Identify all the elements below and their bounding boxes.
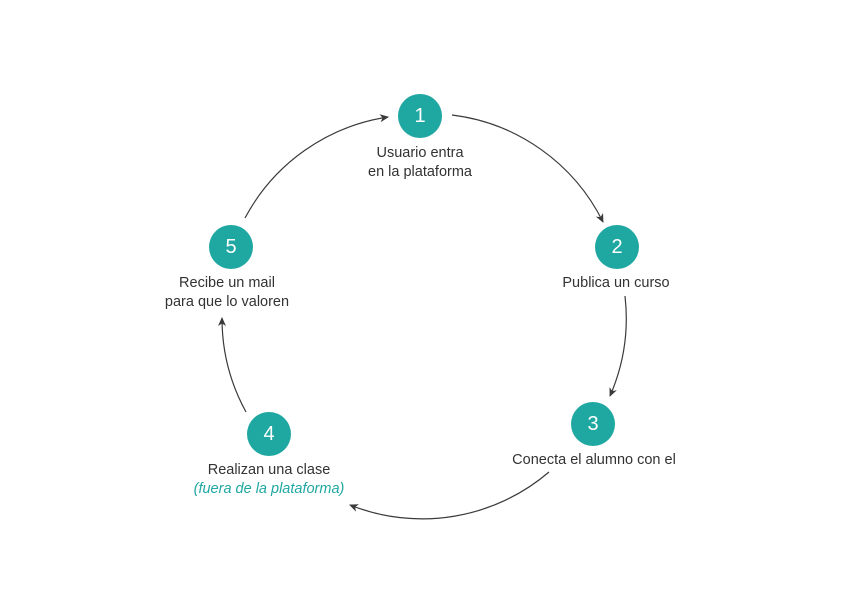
arrow-1-to-2 <box>451 114 604 223</box>
step-4-line-1: Realizan una clase <box>207 462 331 478</box>
step-2-circle: 2 <box>595 225 639 269</box>
step-4-label: Realizan una clase (fuera de la platafor… <box>149 461 389 499</box>
step-2-number: 2 <box>611 236 623 258</box>
step-5-line-1: Recibe un mail <box>179 275 275 291</box>
step-5-circle: 5 <box>209 225 253 269</box>
step-3-label: Conecta el alumno con el <box>474 451 714 470</box>
step-2-line-1: Publica un curso <box>562 275 670 291</box>
step-4-circle: 4 <box>247 412 291 456</box>
step-3-line-1: Conecta el alumno con el <box>512 452 676 468</box>
arrow-5-to-1 <box>244 114 389 219</box>
step-3-number: 3 <box>587 413 599 435</box>
step-4-number: 4 <box>263 423 275 445</box>
step-1-label: Usuario entra en la plataforma <box>300 144 540 182</box>
arrow-4-to-5 <box>217 317 247 413</box>
step-5-number: 5 <box>225 236 237 258</box>
step-5-label: Recibe un mail para que lo valoren <box>107 274 347 312</box>
step-3-circle: 3 <box>571 402 615 446</box>
step-1-line-2: en la plataforma <box>368 164 472 180</box>
step-5-line-2: para que lo valoren <box>164 294 290 310</box>
step-1-line-1: Usuario entra <box>376 145 464 161</box>
arrow-3-to-4 <box>349 471 550 520</box>
step-1-number: 1 <box>414 105 426 127</box>
step-4-note: (fuera de la plataforma) <box>193 481 345 497</box>
step-1-circle: 1 <box>398 94 442 138</box>
arrow-2-to-3 <box>609 295 627 397</box>
step-2-label: Publica un curso <box>496 274 736 293</box>
